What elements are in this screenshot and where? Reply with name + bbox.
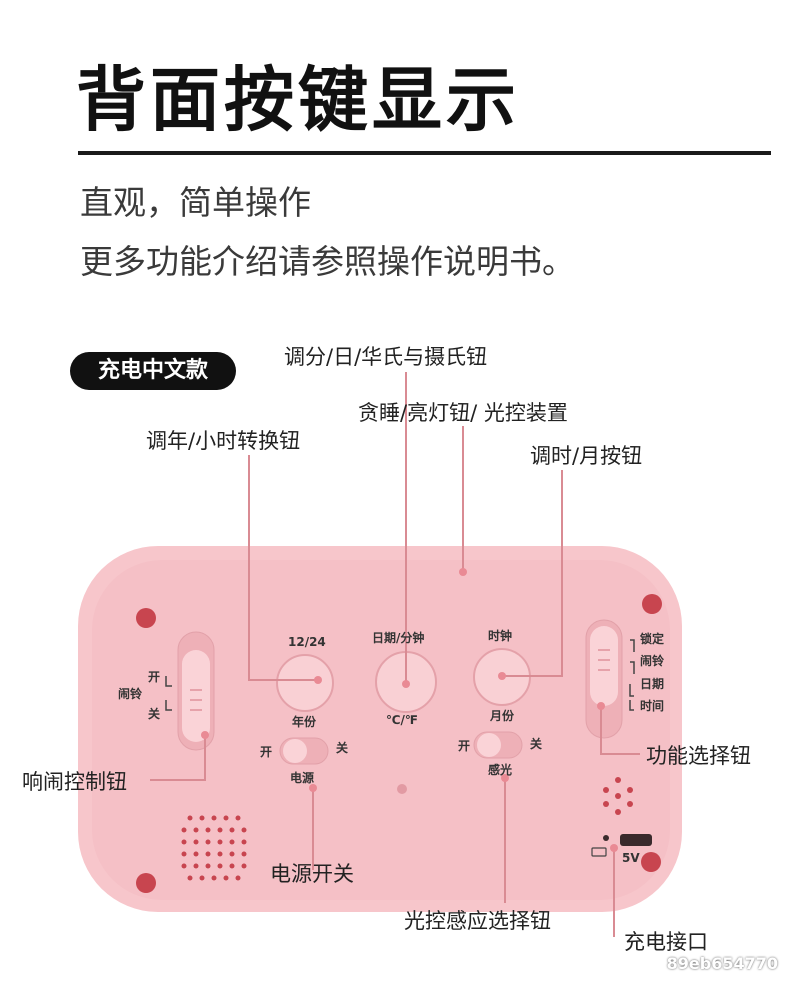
btn1-bottom-label: 年份 — [292, 714, 317, 729]
alarm-off-label: 关 — [148, 706, 160, 721]
port-voltage-label: 5V — [622, 851, 640, 865]
model-badge: 充电中文款 — [70, 352, 236, 390]
func-date-label: 日期 — [640, 676, 664, 691]
screw-hole-bottom-left — [136, 873, 156, 893]
page-title: 背面按键显示 — [76, 59, 520, 141]
alarm-name-label: 闹铃 — [118, 686, 143, 701]
btn2-bottom-label: ℃/℉ — [386, 713, 418, 727]
func-lock-label: 锁定 — [640, 631, 664, 646]
clock-back-face — [92, 560, 670, 900]
btn2-top-label: 日期/分钟 — [372, 630, 424, 645]
sensor-off-label: 关 — [530, 736, 542, 751]
watermark: 89eb654770 — [666, 954, 778, 973]
power-on-label: 开 — [260, 745, 272, 759]
callout-hour-month: 调时/月按钮 — [530, 444, 643, 468]
alarm-on-label: 开 — [148, 670, 160, 684]
speaker-grille-right — [603, 777, 633, 815]
callout-alarm-control: 响闹控制钮 — [22, 770, 127, 794]
function-switch-knob[interactable] — [590, 626, 618, 706]
reset-hole — [397, 784, 407, 794]
button-12-24-year[interactable] — [276, 654, 334, 712]
callout-light-sensor-select: 光控感应选择钮 — [404, 909, 551, 933]
power-off-label: 关 — [336, 740, 348, 755]
callout-minute-day: 调分/日/华氏与摄氏钮 — [284, 345, 488, 369]
speaker-grille-left — [181, 815, 247, 881]
battery-icon — [591, 847, 607, 857]
sensor-name-label: 感光 — [488, 762, 512, 777]
power-name-label: 电源 — [290, 770, 314, 785]
charge-indicator-led — [603, 835, 609, 841]
callout-snooze-light: 贪睡/亮灯钮/ 光控装置 — [358, 401, 568, 425]
func-time-label: 时间 — [640, 698, 664, 713]
screw-hole-bottom-right — [641, 852, 661, 872]
sensor-switch-knob[interactable] — [477, 733, 501, 757]
callout-function-select: 功能选择钮 — [646, 744, 751, 768]
power-switch-knob[interactable] — [283, 739, 307, 763]
screw-hole-top-right — [642, 594, 662, 614]
usb-charge-port — [620, 834, 652, 846]
leader-dots — [201, 568, 618, 852]
callout-power-switch: 电源开关 — [270, 862, 354, 886]
title-divider — [78, 151, 771, 155]
subtitle-line-2: 更多功能介绍请参照操作说明书。 — [80, 242, 575, 281]
btn1-top-label: 12/24 — [288, 635, 326, 649]
callout-year-hour: 调年/小时转换钮 — [146, 429, 301, 453]
btn3-bottom-label: 月份 — [489, 708, 515, 723]
sensor-on-label: 开 — [458, 739, 470, 753]
callout-charge-port: 充电接口 — [624, 930, 708, 954]
subtitle-line-1: 直观，简单操作 — [80, 183, 311, 222]
func-alarm-label: 闹铃 — [640, 653, 665, 668]
screw-hole-top-left — [136, 608, 156, 628]
alarm-switch-knob[interactable] — [182, 650, 210, 742]
btn3-top-label: 时钟 — [488, 628, 512, 643]
leader-lines — [150, 372, 640, 937]
